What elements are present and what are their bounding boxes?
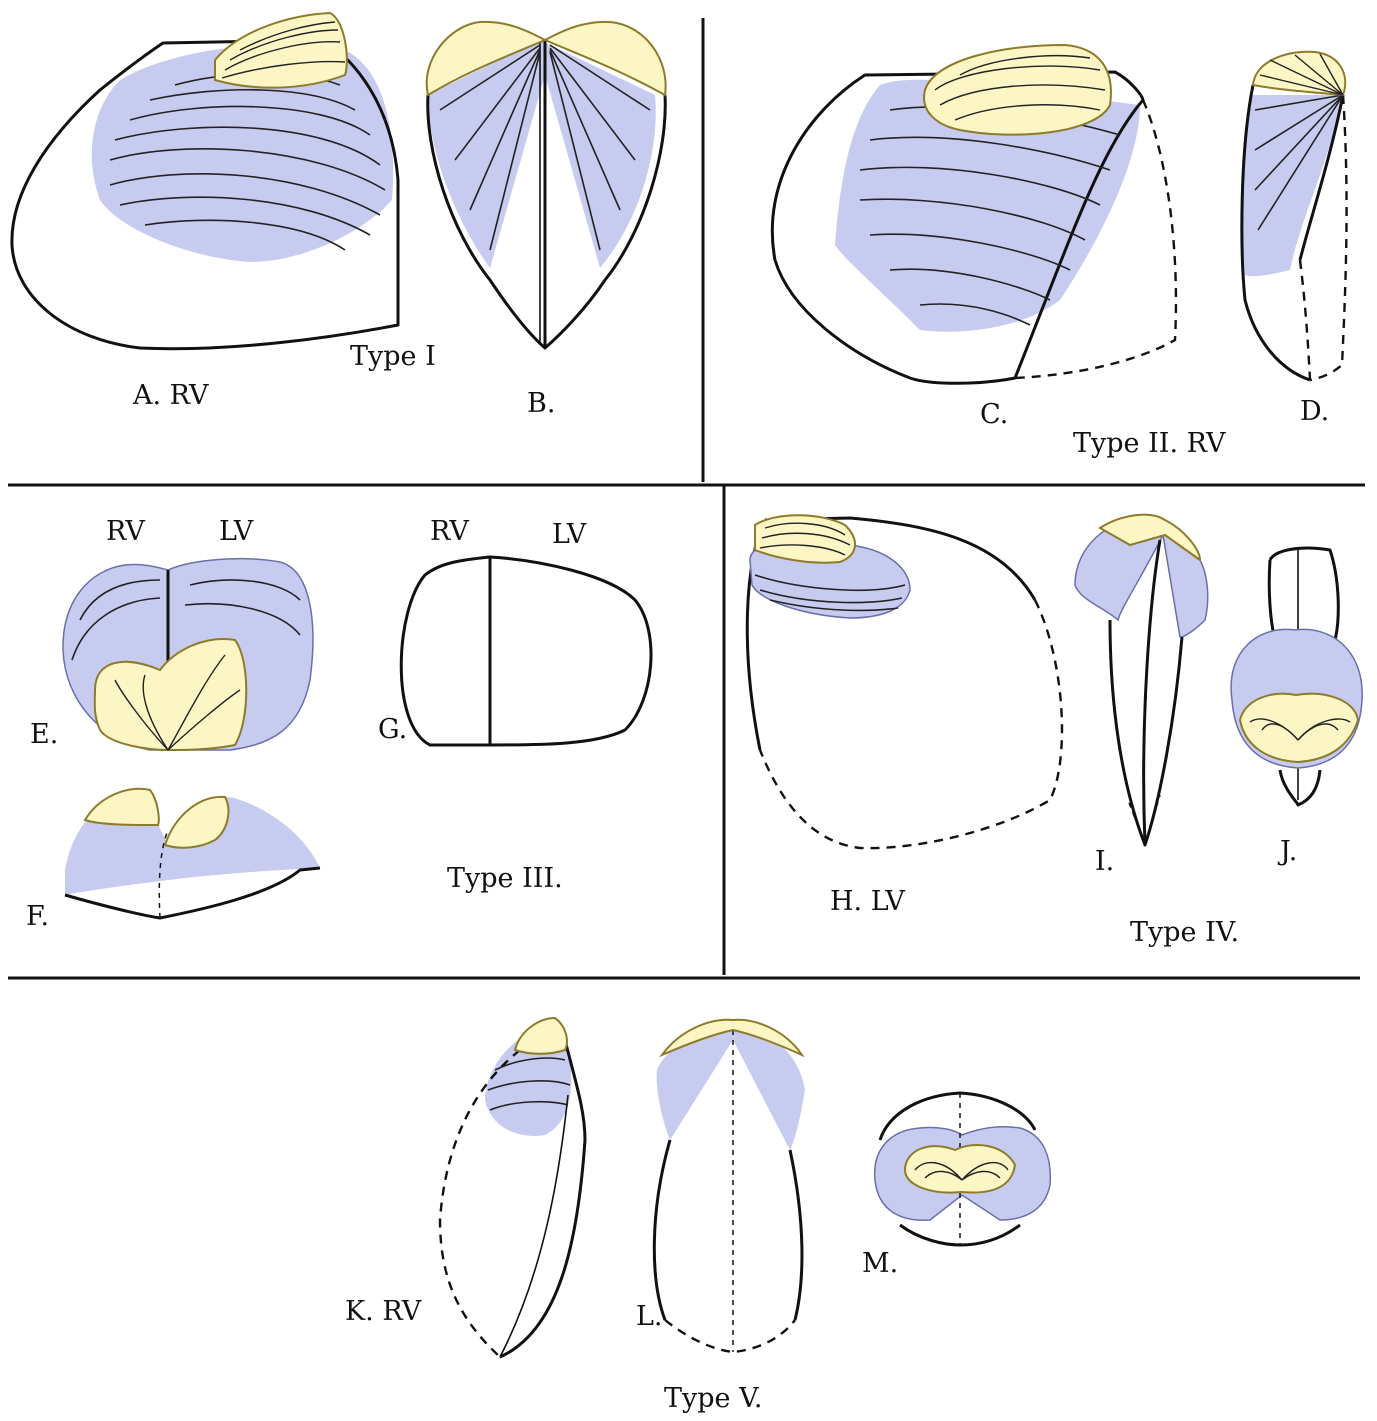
shell-b-anterior-view (427, 22, 666, 348)
shell-f-view (65, 789, 320, 918)
label-c: C. (980, 399, 1008, 430)
label-i: I. (1095, 846, 1114, 877)
label-type-4: Type IV. (1130, 917, 1239, 948)
label-e-rv: RV (106, 516, 145, 547)
label-m: M. (862, 1248, 898, 1279)
label-type-3: Type III. (447, 863, 563, 894)
label-b: B. (527, 388, 555, 419)
shell-j-view (1231, 547, 1362, 805)
label-type-1: Type I (350, 341, 436, 372)
label-g-rv: RV (430, 516, 469, 547)
shell-i-view (1075, 515, 1208, 845)
shell-k-rv (440, 1018, 585, 1357)
label-j: J. (1277, 836, 1297, 867)
label-d: D. (1300, 396, 1329, 427)
label-l: L. (636, 1301, 663, 1332)
shell-h-lv (747, 515, 1062, 848)
shell-m-view (875, 1093, 1051, 1245)
shell-a-rv (12, 13, 398, 349)
label-h: H. LV (830, 886, 905, 917)
label-e-lv: LV (219, 516, 254, 547)
label-g-lv: LV (552, 519, 587, 550)
shell-e-view (63, 559, 313, 750)
label-type-5: Type V. (664, 1383, 762, 1414)
label-f: F. (26, 901, 49, 932)
label-g: G. (378, 714, 407, 745)
label-type-2: Type II. RV (1073, 428, 1226, 459)
shell-l-view (654, 1020, 805, 1352)
label-e: E. (30, 719, 58, 750)
shell-g-view (401, 557, 651, 745)
label-a: A. RV (132, 380, 209, 411)
shell-d-view (1242, 52, 1347, 380)
label-k: K. RV (345, 1296, 422, 1327)
shell-c-rv (772, 45, 1176, 383)
